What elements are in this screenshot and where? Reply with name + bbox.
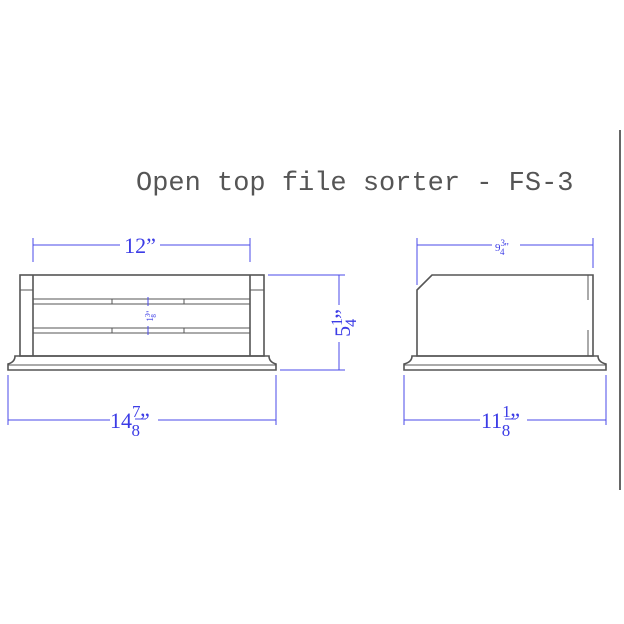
drawing-title: Open top file sorter - FS-3: [136, 169, 573, 199]
dim-height: 514”: [268, 274, 360, 371]
side-body-outline: [416, 274, 594, 357]
svg-text:934": 934": [495, 238, 509, 257]
front-base: [7, 355, 277, 371]
side-base: [403, 355, 607, 371]
front-body-outline: [19, 274, 265, 357]
slat-lower: [32, 327, 251, 334]
side-view: [403, 274, 607, 371]
dim-slot-spacing: 138": [144, 297, 158, 335]
svg-text:12”: 12”: [124, 233, 156, 258]
slat-upper: [32, 298, 251, 305]
front-view: [7, 274, 277, 371]
svg-text:514”: 514”: [329, 309, 360, 337]
dim-front-inner-width: 12”: [32, 233, 251, 262]
svg-text:138": 138": [144, 310, 158, 322]
